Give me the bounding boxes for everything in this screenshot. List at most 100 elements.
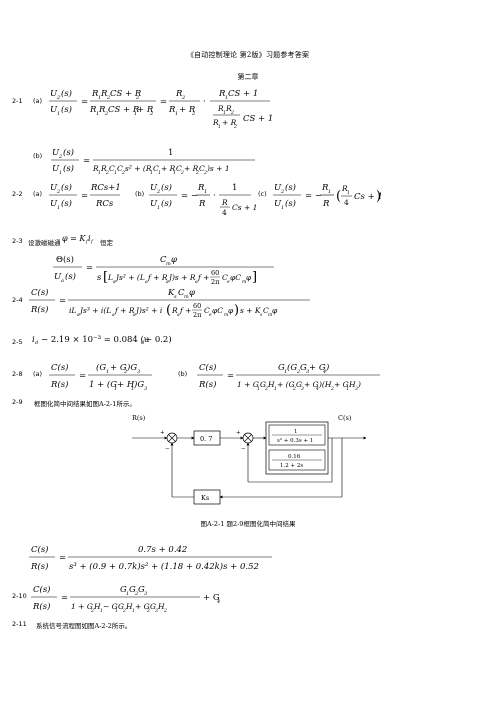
svg-text:U: U — [50, 199, 58, 209]
svg-text:): ) — [357, 380, 361, 389]
svg-text:(G: (G — [96, 362, 106, 373]
svg-text:+ R: + R — [184, 164, 199, 173]
svg-text:1: 1 — [134, 111, 137, 117]
svg-text:R: R — [225, 104, 232, 113]
svg-text:C: C — [199, 164, 205, 173]
svg-text:2: 2 — [292, 386, 296, 392]
svg-text:2: 2 — [181, 95, 185, 101]
svg-text:1: 1 — [114, 386, 117, 392]
svg-text:= −: = − — [305, 191, 322, 201]
svg-text:2: 2 — [105, 170, 109, 176]
part-label: (b) — [135, 190, 145, 198]
equation-2-9: C(s) R(s) = 0.7s + 0.42 s³ + (0.9 + 0.7k… — [29, 544, 272, 572]
svg-text:R(s): R(s) — [50, 379, 68, 390]
svg-text:+ R: + R — [222, 118, 237, 127]
svg-text:1: 1 — [328, 189, 331, 195]
svg-text:C: C — [263, 306, 269, 315]
svg-text:m: m — [224, 313, 228, 318]
svg-text:f: f — [90, 239, 94, 245]
problem-text: 系统信号流程图如图A-2-2所示。 — [36, 622, 132, 630]
svg-text:Cs + 1: Cs + 1 — [354, 192, 382, 202]
svg-text:d: d — [35, 340, 38, 346]
svg-text:G: G — [300, 363, 307, 373]
svg-text:C(s): C(s) — [31, 544, 49, 555]
svg-text:2: 2 — [195, 170, 199, 176]
svg-text:R: R — [89, 105, 97, 115]
svg-text:f +: f + — [197, 273, 209, 282]
sign-4: − — [241, 446, 246, 452]
svg-text:φC: φC — [212, 306, 223, 315]
svg-text:): ) — [325, 362, 329, 373]
svg-text:φ: φ — [246, 273, 252, 282]
svg-text:Cs + 1: Cs + 1 — [232, 203, 257, 212]
svg-text:R: R — [217, 104, 224, 113]
problem-number: 2-10 — [12, 592, 27, 600]
svg-text:s: s — [97, 273, 102, 283]
problem-text: 框图化简中间结果如图A-2-1所示。 — [34, 400, 136, 408]
part-label: (a) — [33, 370, 43, 378]
svg-text:G: G — [138, 585, 145, 595]
problem-text: 设激磁磁通 — [28, 239, 61, 247]
problem-number: 2-2 — [12, 190, 23, 198]
svg-text:J)s + R: J)s + R — [167, 273, 196, 282]
problem-number: 2-4 — [12, 296, 23, 304]
svg-text:3: 3 — [355, 386, 358, 392]
svg-text:G: G — [120, 585, 127, 595]
svg-text:1: 1 — [57, 205, 60, 211]
svg-text:2: 2 — [264, 386, 268, 392]
svg-text:2: 2 — [203, 170, 207, 176]
svg-text:R(s): R(s) — [30, 304, 48, 315]
svg-text:+ (G: + (G — [277, 380, 295, 389]
svg-text:Js³ + i(L: Js³ + i(L — [78, 306, 111, 315]
summing-junction-2 — [242, 432, 254, 444]
svg-text:R: R — [175, 89, 183, 99]
input-label: R(s) — [132, 414, 146, 422]
svg-text:2: 2 — [122, 608, 126, 614]
svg-text:m: m — [166, 261, 171, 267]
svg-text:2: 2 — [191, 111, 195, 117]
svg-text:): ) — [234, 303, 239, 318]
svg-text:H: H — [125, 602, 133, 611]
svg-text:e: e — [227, 280, 230, 285]
svg-text:Θ(s): Θ(s) — [56, 254, 74, 265]
svg-text:R(s): R(s) — [32, 601, 50, 612]
svg-text:1: 1 — [284, 369, 287, 375]
svg-text:K: K — [167, 288, 175, 298]
svg-text:1: 1 — [281, 205, 284, 211]
svg-text:e: e — [209, 313, 212, 318]
svg-text:2: 2 — [104, 111, 108, 117]
svg-text:U: U — [54, 272, 62, 282]
sign-3: + — [236, 430, 241, 436]
svg-text:1 + G: 1 + G — [237, 380, 259, 389]
svg-text:(: ( — [336, 189, 341, 204]
svg-text:1: 1 — [225, 95, 228, 101]
svg-text:1: 1 — [173, 170, 176, 176]
svg-text:G: G — [278, 363, 285, 373]
svg-text:U: U — [52, 164, 60, 174]
svg-text:R: R — [218, 89, 226, 99]
svg-text:1: 1 — [126, 591, 129, 597]
svg-text:− G: − G — [103, 602, 118, 611]
svg-text:(: ( — [166, 303, 171, 318]
svg-text:4: 4 — [344, 198, 349, 207]
svg-text:1: 1 — [57, 111, 60, 117]
svg-text:(s): (s) — [61, 104, 72, 115]
svg-text:=: = — [79, 371, 86, 381]
svg-text:2π: 2π — [211, 278, 220, 286]
document-title: 《自动控制理论 第2版》习题参考答案 — [186, 51, 310, 59]
svg-text:2: 2 — [233, 124, 237, 130]
problem-number: 2-5 — [12, 338, 23, 346]
svg-text:1: 1 — [223, 110, 226, 116]
part-label: (a) — [33, 190, 43, 198]
svg-text:CS + R: CS + R — [108, 105, 140, 115]
svg-text:− 2.19 × 10⁻³ = 0.084 (u: − 2.19 × 10⁻³ = 0.084 (u — [41, 334, 150, 345]
svg-text:3: 3 — [144, 386, 147, 392]
svg-text:2: 2 — [56, 95, 60, 101]
svg-text:2π: 2π — [193, 311, 202, 319]
svg-text:3: 3 — [301, 386, 304, 392]
